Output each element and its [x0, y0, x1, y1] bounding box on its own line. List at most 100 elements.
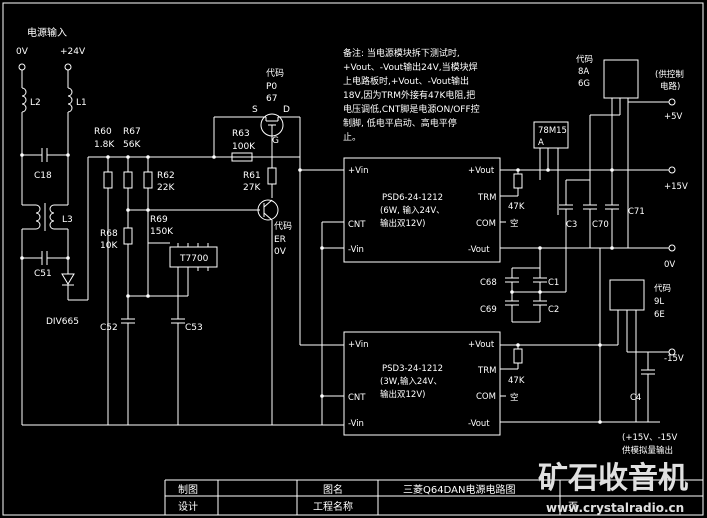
resistor-r67: [123, 171, 133, 189]
label-r60: R60: [94, 127, 112, 137]
label-c69: C69: [480, 305, 497, 315]
v0-label: 0V: [16, 47, 29, 57]
label-c68: C68: [480, 278, 497, 288]
label-c18: C18: [34, 171, 52, 181]
label-t7700: T7700: [179, 254, 209, 264]
label-ctrl-2: 电路): [660, 81, 680, 92]
inductor-l3b: [49, 204, 68, 230]
label-c51: C51: [34, 269, 52, 279]
resistor-r62: [143, 171, 153, 189]
psd3-vout: +Vout: [468, 340, 495, 350]
label-c4: C4: [630, 393, 641, 403]
code-8a-b: 8A: [578, 67, 589, 77]
q2-code-label: 代码: [274, 221, 292, 232]
value-r62: 22K: [157, 183, 175, 193]
psd6-vin: +Vin: [348, 166, 369, 176]
terminal-24v: [64, 63, 72, 71]
label-c53: C53: [185, 323, 203, 333]
tb-sheet: 页: [568, 501, 578, 513]
code-9l-label: 代码: [654, 283, 671, 294]
label-r68: R68: [100, 229, 118, 239]
label-empty-2: 空: [510, 392, 519, 403]
psd3-vin: +Vin: [348, 340, 369, 350]
psd6-com: COM: [476, 219, 496, 229]
resistor-r61: [267, 167, 277, 185]
psd6-model: PSD6-24-1212: [382, 193, 443, 203]
tb-project: 工程名称: [313, 500, 353, 513]
psd6-mvout: -Vout: [468, 245, 490, 255]
q1-code-a: P0: [266, 82, 277, 92]
q2-code-a: ER: [274, 235, 286, 245]
label-r62: R62: [157, 171, 175, 181]
label-g: G: [272, 136, 279, 146]
psd3-desc2: 输出双12V): [380, 389, 425, 400]
label-l1: L1: [76, 98, 87, 108]
ic-t7700: [169, 246, 218, 268]
transistor-q2: [257, 199, 279, 221]
label-div665: DIV665: [46, 317, 79, 327]
code-8a-c: 6G: [578, 79, 590, 89]
tb-figname: 图名: [323, 483, 343, 496]
label-c3: C3: [566, 220, 577, 230]
watermark-logo: 矿石收音机: [538, 461, 688, 496]
psd3-desc1: (3W,输入24V、: [380, 376, 442, 387]
label-l3: L3: [62, 215, 73, 225]
module-psd6: [343, 157, 501, 263]
psd6-desc2: 输出双12V): [380, 218, 425, 229]
q2-code-b: 0V: [274, 247, 287, 257]
terminal-0v: [18, 63, 26, 71]
value-r61: 27K: [243, 183, 261, 193]
label-47k-1: 47K: [508, 202, 525, 212]
label-c70: C70: [592, 220, 609, 230]
resistor-r68: [123, 227, 133, 245]
terminal-15v: [668, 166, 676, 174]
psd6-desc1: (6W, 输入24V、: [380, 205, 445, 216]
q1-code-b: 67: [266, 94, 277, 104]
regulator-8a: [603, 59, 639, 99]
label-c1: C1: [548, 278, 559, 288]
label-r61: R61: [243, 171, 261, 181]
note-block: 备注: 当电源模块拆下测试时, +Vout、-Vout输出24V,当模块焊 上电…: [343, 47, 480, 143]
label-analog-1: (+15V、-15V: [622, 433, 677, 443]
diode-div665: [61, 273, 75, 285]
psd6-trm: TRM: [477, 193, 496, 203]
inductor-l2: [21, 87, 27, 113]
label-0v-out: 0V: [664, 260, 675, 270]
watermark-url: www.crystalradio.cn: [546, 501, 684, 515]
psd3-mvout: -Vout: [468, 419, 490, 429]
label-r67: R67: [123, 127, 141, 137]
resistor-trm-psd3: [513, 348, 523, 364]
code-9l-c: 6E: [654, 310, 665, 320]
v24-label: +24V: [60, 47, 86, 57]
value-r68: 10K: [100, 241, 118, 251]
code-8a-label: 代码: [576, 54, 593, 65]
psd6-mvin: -Vin: [348, 245, 364, 255]
resistor-trm-psd6: [513, 173, 523, 189]
label-m15v: -15V: [664, 354, 684, 364]
label-15v: +15V: [664, 182, 688, 192]
title-block: 制图 设计 图名 工程名称 三菱Q64DAN电源电路图 页: [164, 479, 703, 515]
value-r60: 1.8K: [94, 140, 115, 150]
value-r69: 150K: [150, 227, 174, 237]
regulator-78m15: [533, 121, 569, 149]
label-47k-2: 47K: [508, 376, 525, 386]
label-r69: R69: [150, 215, 168, 225]
tb-design: 设计: [178, 500, 198, 513]
module-psd3: [343, 331, 501, 436]
psd6-vout: +Vout: [468, 166, 495, 176]
tb-drawn: 制图: [178, 483, 198, 496]
label-78m15-a: A: [538, 138, 544, 148]
psd3-com: COM: [476, 392, 496, 402]
note-line-1: 备注: 当电源模块拆下测试时,: [343, 47, 460, 59]
label-empty-1: 空: [510, 218, 519, 229]
label-d: D: [283, 105, 290, 115]
note-line-3: 上电路板时,+Vout、-Vout输出: [343, 75, 469, 87]
note-line-4: 18V,因为TRM外接有47K电阻,把: [343, 89, 475, 101]
note-line-7: 止。: [343, 131, 361, 143]
label-78m15: 78M15: [538, 126, 567, 136]
power-input-label: 电源输入: [27, 26, 67, 39]
terminal-0v-out: [668, 244, 676, 252]
